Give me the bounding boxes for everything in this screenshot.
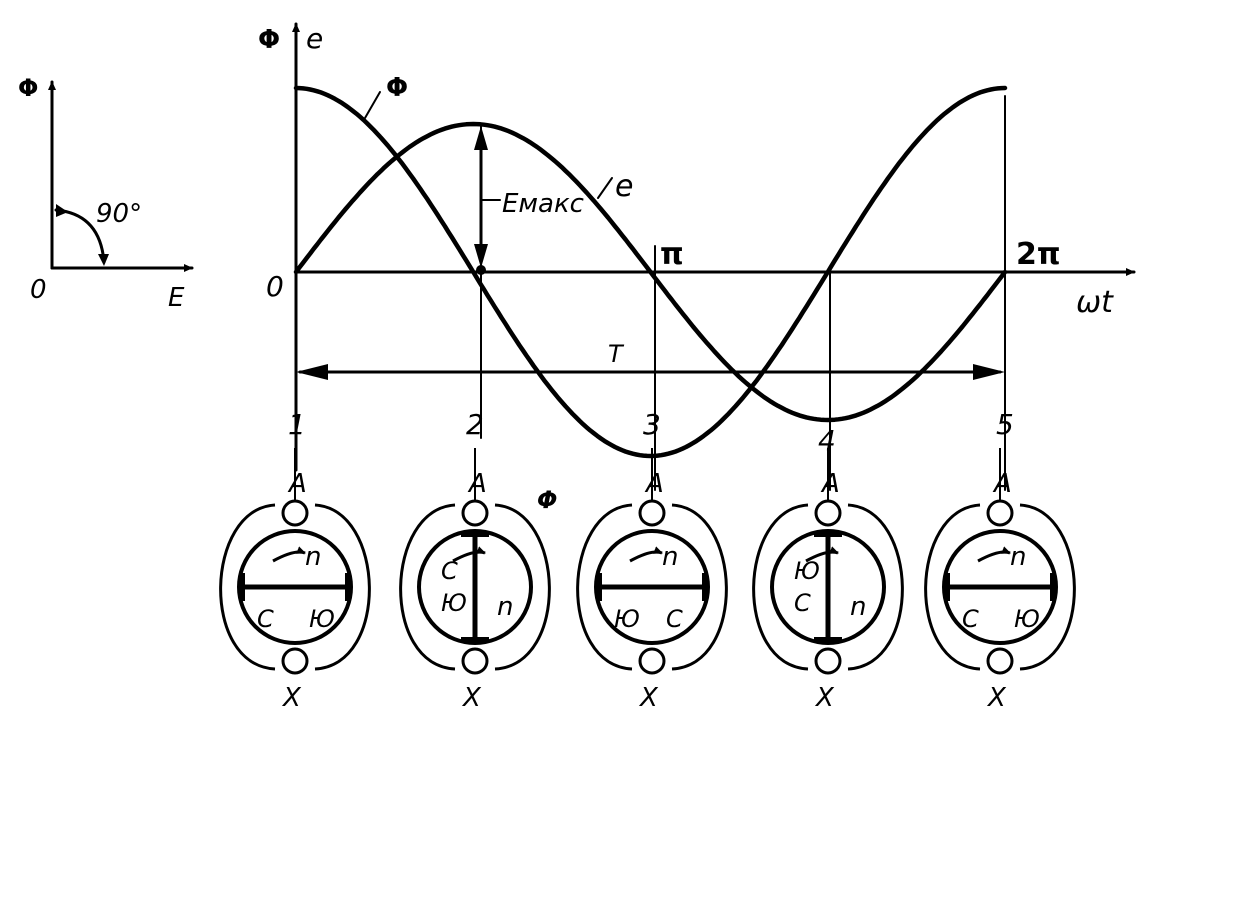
flux-axis-label: Φ <box>258 25 280 55</box>
waveform-graph: Φ e 0 Φ e Eмакс π 2π ωt T 1 2 3 4 5 <box>258 22 1136 491</box>
coil-flux-label: Φ <box>537 486 557 514</box>
phasor-angle-label: 90° <box>96 199 142 229</box>
coil-label-bottom: X <box>814 683 835 713</box>
field-line-right <box>847 503 904 671</box>
stator-ring <box>770 529 886 645</box>
field-line-left <box>752 503 809 671</box>
conductor-a <box>638 499 666 527</box>
coil-label-bottom: X <box>281 683 302 713</box>
rotation-label: n <box>850 592 866 622</box>
phasor-diagram: Φ 0 E 90° <box>18 74 194 313</box>
pole-label-right: Ю <box>1014 605 1040 633</box>
rotation-arrow <box>272 546 306 563</box>
field-line-right <box>314 503 371 671</box>
flux-curve-label: Φ <box>386 73 408 103</box>
conductor-x <box>814 647 842 675</box>
rotation-label: n <box>1010 542 1026 572</box>
conductor-x <box>461 647 489 675</box>
pi-label: π <box>660 237 684 272</box>
coil-label-bottom: X <box>638 683 659 713</box>
coil-label-top: A <box>992 469 1012 499</box>
phasor-emf-label: E <box>168 283 185 313</box>
x-axis-label: ωt <box>1076 285 1114 320</box>
field-line-left <box>219 503 276 671</box>
conductor-a <box>814 499 842 527</box>
graph-origin-label: 0 <box>266 270 284 303</box>
coil-label-top: A <box>467 469 487 499</box>
field-line-left <box>924 503 981 671</box>
stator-ring <box>237 529 353 645</box>
conductor-x <box>638 647 666 675</box>
conductor-x <box>986 647 1014 675</box>
coil-diagram-5: A X С Юn <box>924 448 1076 713</box>
pole-label-right: Ю <box>441 589 467 617</box>
conductor-a <box>986 499 1014 527</box>
pole-label-right: С <box>794 589 811 617</box>
position-label-5: 5 <box>996 408 1014 441</box>
conductor-x <box>281 647 309 675</box>
position-label-1: 1 <box>288 408 306 441</box>
conductor-a <box>461 499 489 527</box>
pole-label-right: С <box>666 605 683 633</box>
emf-curve <box>293 121 1008 423</box>
pole-label-left: Ю <box>794 557 820 585</box>
rotation-arrow <box>629 546 663 563</box>
rotation-arrow <box>977 546 1011 563</box>
pole-label-right: Ю <box>309 605 335 633</box>
position-label-2: 2 <box>466 408 484 441</box>
coil-label-top: A <box>644 469 664 499</box>
rotation-label: n <box>305 542 321 572</box>
period-label: T <box>608 340 625 368</box>
field-line-left <box>399 503 456 671</box>
field-line-right <box>671 503 728 671</box>
conductor-a <box>281 499 309 527</box>
two-pi-label: 2π <box>1016 237 1061 272</box>
emf-curve-label: e <box>615 169 633 204</box>
coil-label-top: A <box>820 469 840 499</box>
coil-diagram-1: A X С Юn <box>219 448 371 713</box>
emf-leader <box>597 177 613 199</box>
coil-label-top: A <box>287 469 307 499</box>
pole-label-left: С <box>257 605 274 633</box>
pole-label-left: С <box>441 557 458 585</box>
position-label-3: 3 <box>643 408 661 441</box>
stator-ring <box>942 529 1058 645</box>
flux-curve <box>293 85 1008 459</box>
field-line-right <box>494 503 551 671</box>
pole-label-left: Ю <box>614 605 640 633</box>
emax-label: Eмакс <box>502 189 584 219</box>
phasor-flux-label: Φ <box>18 74 38 102</box>
phasor-origin-label: 0 <box>30 275 47 305</box>
emf-axis-label: e <box>306 22 323 55</box>
field-line-right <box>1019 503 1076 671</box>
rotation-label: n <box>497 592 513 622</box>
rotation-arrow <box>452 546 486 563</box>
field-line-left <box>576 503 633 671</box>
pole-label-left: С <box>962 605 979 633</box>
stator-ring <box>594 529 710 645</box>
position-label-4: 4 <box>818 424 836 457</box>
rotation-label: n <box>662 542 678 572</box>
rotation-arrow <box>805 546 839 563</box>
flux-leader <box>364 91 381 119</box>
coil-label-bottom: X <box>461 683 482 713</box>
coil-label-bottom: X <box>986 683 1007 713</box>
stator-ring <box>417 529 533 645</box>
